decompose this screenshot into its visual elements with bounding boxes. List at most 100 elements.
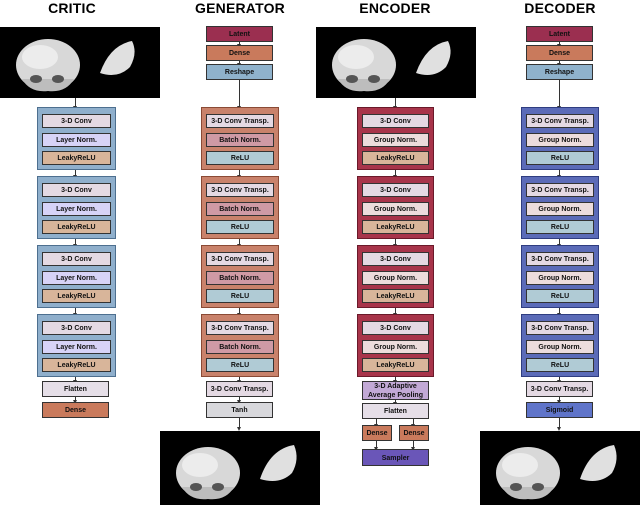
decoder-conv-label: 3-D Conv Transp. xyxy=(526,114,594,128)
decoder-activation-label: ReLU xyxy=(526,151,594,165)
generator-activation-label: ReLU xyxy=(206,289,274,303)
generator-output-skull-image xyxy=(160,431,320,505)
generator-reshape-label: Reshape xyxy=(206,64,273,80)
decoder-norm-label: Group Norm. xyxy=(526,340,594,354)
decoder-activation-label: ReLU xyxy=(526,289,594,303)
decoder-activation-label: ReLU xyxy=(526,358,594,372)
encoder-conv-label: 3-D Conv xyxy=(362,252,429,266)
encoder-activation-label: LeakyReLU xyxy=(362,358,429,372)
encoder-activation-label: LeakyReLU xyxy=(362,151,429,165)
encoder-arrow xyxy=(411,441,415,451)
generator-conv-group-1: 3-D Conv Transp. Batch Norm. ReLU xyxy=(201,107,279,170)
decoder-conv-group-2: 3-D Conv Transp. Group Norm. ReLU xyxy=(521,176,599,239)
decoder-sigmoid-label: Sigmoid xyxy=(526,402,593,418)
generator-norm-label: Batch Norm. xyxy=(206,340,274,354)
decoder-latent-label: Latent xyxy=(526,26,593,42)
critic-input-skull-image xyxy=(0,27,160,98)
decoder-dense-label: Dense xyxy=(526,45,593,61)
critic-activation-label: LeakyReLU xyxy=(42,220,111,234)
decoder-conv-label: 3-D Conv Transp. xyxy=(526,321,594,335)
critic-dense-label: Dense xyxy=(42,402,109,418)
encoder-arrow xyxy=(374,441,378,451)
generator-conv-label: 3-D Conv Transp. xyxy=(206,321,274,335)
generator-arrow xyxy=(237,418,241,431)
skull-icon xyxy=(176,445,297,500)
decoder-arrow xyxy=(557,418,561,431)
critic-norm-label: Layer Norm. xyxy=(42,271,111,285)
encoder-norm-label: Group Norm. xyxy=(362,133,429,147)
decoder-conv-group-1: 3-D Conv Transp. Group Norm. ReLU xyxy=(521,107,599,170)
encoder-norm-label: Group Norm. xyxy=(362,271,429,285)
decoder-title: DECODER xyxy=(524,0,596,16)
skull-icon xyxy=(332,39,451,92)
encoder-activation-label: LeakyReLU xyxy=(362,220,429,234)
encoder-sampler-label: Sampler xyxy=(362,449,429,466)
decoder-output-skull-image xyxy=(480,431,640,505)
encoder-title: ENCODER xyxy=(359,0,431,16)
encoder-conv-group-2: 3-D Conv Group Norm. LeakyReLU xyxy=(357,176,434,239)
decoder-conv-group-3: 3-D Conv Transp. Group Norm. ReLU xyxy=(521,245,599,308)
generator-tanh-label: Tanh xyxy=(206,402,273,418)
generator-conv-label: 3-D Conv Transp. xyxy=(206,114,274,128)
encoder-conv-label: 3-D Conv xyxy=(362,114,429,128)
encoder-dense-left-label: Dense xyxy=(362,425,392,441)
encoder-norm-label: Group Norm. xyxy=(362,202,429,216)
encoder-conv-group-1: 3-D Conv Group Norm. LeakyReLU xyxy=(357,107,434,170)
generator-arrow xyxy=(237,80,241,110)
encoder-pooling-line2: Average Pooling xyxy=(368,392,423,399)
critic-conv-label: 3-D Conv xyxy=(42,321,111,335)
critic-activation-label: LeakyReLU xyxy=(42,151,111,165)
encoder-arrow xyxy=(393,98,397,110)
decoder-norm-label: Group Norm. xyxy=(526,202,594,216)
decoder-norm-label: Group Norm. xyxy=(526,271,594,285)
decoder-conv-group-4: 3-D Conv Transp. Group Norm. ReLU xyxy=(521,314,599,377)
generator-norm-label: Batch Norm. xyxy=(206,133,274,147)
critic-activation-label: LeakyReLU xyxy=(42,358,111,372)
generator-activation-label: ReLU xyxy=(206,220,274,234)
critic-norm-label: Layer Norm. xyxy=(42,340,111,354)
generator-conv-group-2: 3-D Conv Transp. Batch Norm. ReLU xyxy=(201,176,279,239)
encoder-pooling-line1: 3-D Adaptive xyxy=(374,383,417,390)
encoder-activation-label: LeakyReLU xyxy=(362,289,429,303)
generator-norm-label: Batch Norm. xyxy=(206,202,274,216)
critic-conv-label: 3-D Conv xyxy=(42,252,111,266)
critic-title: CRITIC xyxy=(48,0,96,16)
decoder-conv-label: 3-D Conv Transp. xyxy=(526,252,594,266)
critic-conv-group-2: 3-D Conv Layer Norm. LeakyReLU xyxy=(37,176,116,239)
generator-title: GENERATOR xyxy=(195,0,285,16)
decoder-arrow xyxy=(557,80,561,110)
critic-norm-label: Layer Norm. xyxy=(42,133,111,147)
generator-activation-label: ReLU xyxy=(206,358,274,372)
encoder-dense-right-label: Dense xyxy=(399,425,429,441)
encoder-norm-label: Group Norm. xyxy=(362,340,429,354)
generator-conv-group-4: 3-D Conv Transp. Batch Norm. ReLU xyxy=(201,314,279,377)
decoder-reshape-label: Reshape xyxy=(526,64,593,80)
encoder-conv-group-3: 3-D Conv Group Norm. LeakyReLU xyxy=(357,245,434,308)
generator-conv-group-3: 3-D Conv Transp. Batch Norm. ReLU xyxy=(201,245,279,308)
generator-activation-label: ReLU xyxy=(206,151,274,165)
critic-arrow xyxy=(73,98,77,110)
generator-latent-label: Latent xyxy=(206,26,273,42)
encoder-flatten-label: Flatten xyxy=(362,403,429,419)
critic-activation-label: LeakyReLU xyxy=(42,289,111,303)
critic-conv-label: 3-D Conv xyxy=(42,183,111,197)
generator-dense-label: Dense xyxy=(206,45,273,61)
critic-conv-group-3: 3-D Conv Layer Norm. LeakyReLU xyxy=(37,245,116,308)
critic-norm-label: Layer Norm. xyxy=(42,202,111,216)
critic-conv-group-1: 3-D Conv Layer Norm. LeakyReLU xyxy=(37,107,116,170)
generator-norm-label: Batch Norm. xyxy=(206,271,274,285)
skull-icon xyxy=(496,445,617,500)
encoder-input-skull-image xyxy=(316,27,476,98)
critic-conv-group-4: 3-D Conv Layer Norm. LeakyReLU xyxy=(37,314,116,377)
decoder-activation-label: ReLU xyxy=(526,220,594,234)
generator-conv-label: 3-D Conv Transp. xyxy=(206,183,274,197)
critic-conv-label: 3-D Conv xyxy=(42,114,111,128)
skull-icon xyxy=(16,39,135,92)
critic-flatten-label: Flatten xyxy=(42,381,109,397)
encoder-conv-group-4: 3-D Conv Group Norm. LeakyReLU xyxy=(357,314,434,377)
encoder-conv-label: 3-D Conv xyxy=(362,183,429,197)
encoder-pooling-label: 3-D Adaptive Average Pooling xyxy=(362,381,429,400)
decoder-conv-label: 3-D Conv Transp. xyxy=(526,183,594,197)
generator-final-conv-label: 3-D Conv Transp. xyxy=(206,381,273,397)
encoder-conv-label: 3-D Conv xyxy=(362,321,429,335)
